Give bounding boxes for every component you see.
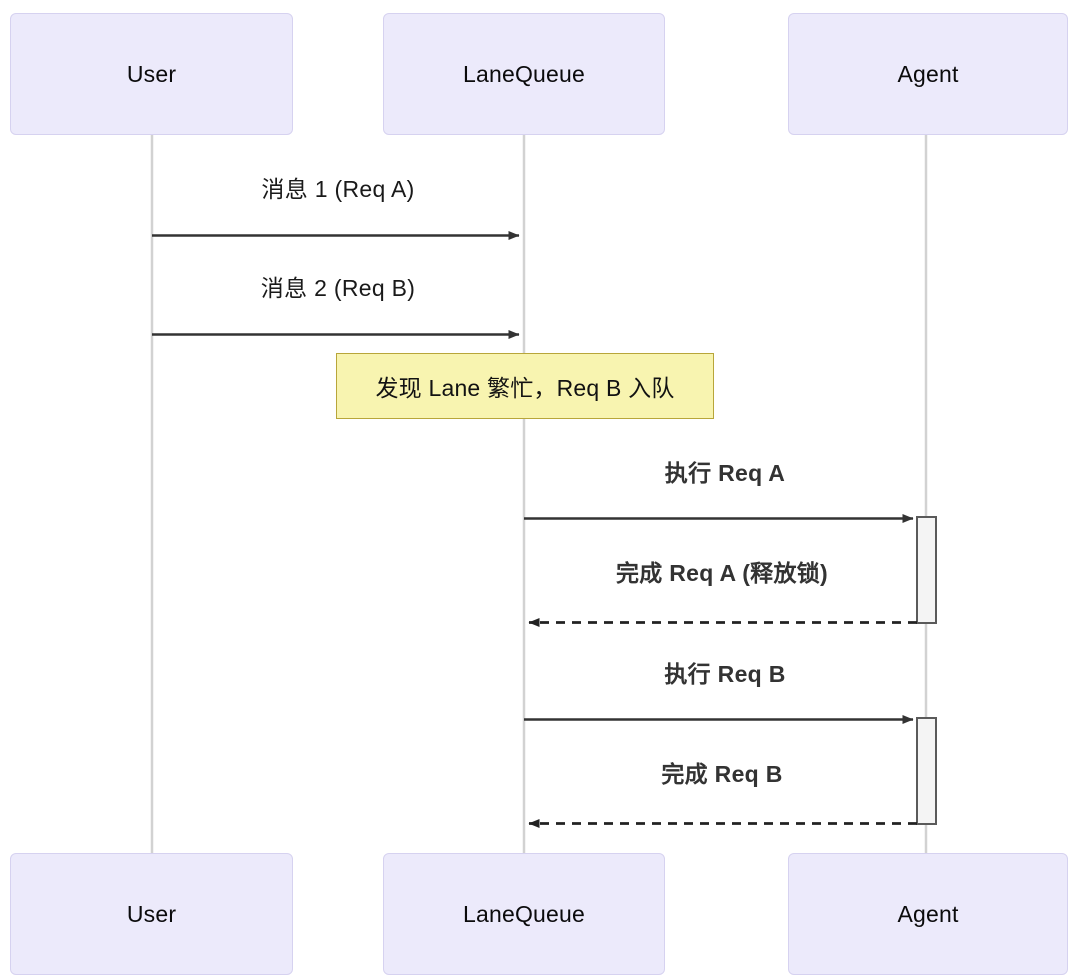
participant-label-agent-bottom: Agent bbox=[897, 900, 959, 927]
message-label-msg1: 消息 1 (Req A) bbox=[261, 176, 415, 202]
participant-box-lanequeue-top[interactable]: LaneQueue bbox=[383, 13, 665, 135]
note-label-note1: 发现 Lane 繁忙，Req B 入队 bbox=[375, 375, 675, 401]
participant-box-lanequeue-bottom[interactable]: LaneQueue bbox=[383, 853, 665, 975]
note-box-note1[interactable]: 发现 Lane 繁忙，Req B 入队 bbox=[336, 353, 714, 419]
participant-label-user-top: User bbox=[126, 60, 177, 87]
participant-label-lanequeue-bottom: LaneQueue bbox=[462, 900, 586, 927]
message-label-msg4: 完成 Req A (释放锁) bbox=[615, 560, 829, 586]
participant-box-agent-bottom[interactable]: Agent bbox=[788, 853, 1068, 975]
activation-bar-act2 bbox=[916, 717, 937, 825]
lifelines bbox=[150, 135, 928, 855]
participant-label-agent-top: Agent bbox=[897, 60, 959, 87]
message-label-msg5: 执行 Req B bbox=[664, 661, 786, 687]
message-label-msg6: 完成 Req B bbox=[661, 761, 783, 787]
message-label-msg2: 消息 2 (Req B) bbox=[260, 275, 416, 301]
participant-box-user-top[interactable]: User bbox=[10, 13, 293, 135]
participant-box-agent-top[interactable]: Agent bbox=[788, 13, 1068, 135]
participant-label-user-bottom: User bbox=[126, 900, 177, 927]
participant-box-user-bottom[interactable]: User bbox=[10, 853, 293, 975]
participant-label-lanequeue-top: LaneQueue bbox=[462, 60, 586, 87]
message-label-msg3: 执行 Req A bbox=[664, 460, 786, 486]
activation-bar-act1 bbox=[916, 516, 937, 624]
